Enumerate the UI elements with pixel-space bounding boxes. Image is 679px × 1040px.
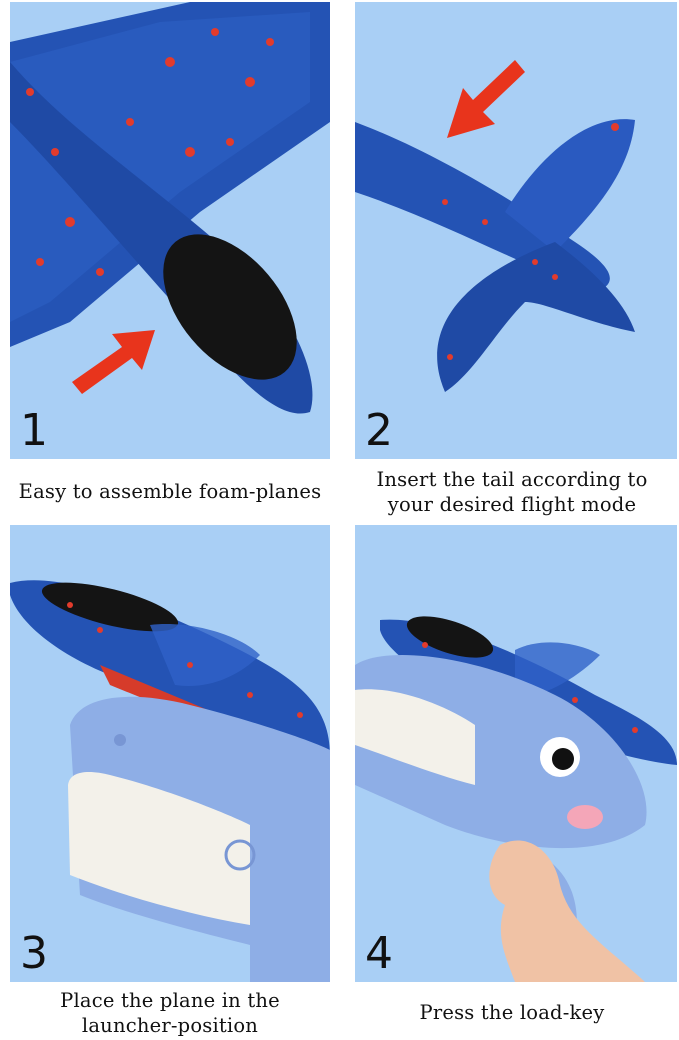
step-number: 3 xyxy=(20,928,48,979)
caption-line: launcher-position xyxy=(81,1014,259,1037)
step-4-caption: Press the load-key xyxy=(345,1000,679,1025)
step-3-caption: Place the plane in the launcher-position xyxy=(0,988,340,1038)
step-1-image: 1 xyxy=(10,2,330,459)
hand-pressing-launcher-illustration xyxy=(355,616,677,982)
step-number: 2 xyxy=(365,405,393,456)
step-3-image: 3 xyxy=(10,525,330,982)
step-4-image: 4 xyxy=(355,525,677,982)
plane-on-launcher-illustration xyxy=(10,580,330,982)
arrow-icon xyxy=(447,60,525,138)
foam-plane-tail-illustration xyxy=(355,60,635,392)
step-number: 4 xyxy=(365,928,393,979)
step-2-image: 2 xyxy=(355,2,677,459)
arrow-icon xyxy=(72,330,155,394)
step-2-caption: Insert the tail according to your desire… xyxy=(345,467,679,517)
caption-line: Place the plane in the xyxy=(60,989,280,1012)
caption-line: Insert the tail according to xyxy=(376,468,648,491)
foam-plane-nose-illustration xyxy=(10,2,330,414)
caption-line: your desired flight mode xyxy=(387,493,637,516)
step-number: 1 xyxy=(20,405,48,456)
caption-line: Press the load-key xyxy=(419,1001,605,1024)
step-1-caption: Easy to assemble foam-planes xyxy=(0,479,340,504)
caption-line: Easy to assemble foam-planes xyxy=(18,480,322,503)
